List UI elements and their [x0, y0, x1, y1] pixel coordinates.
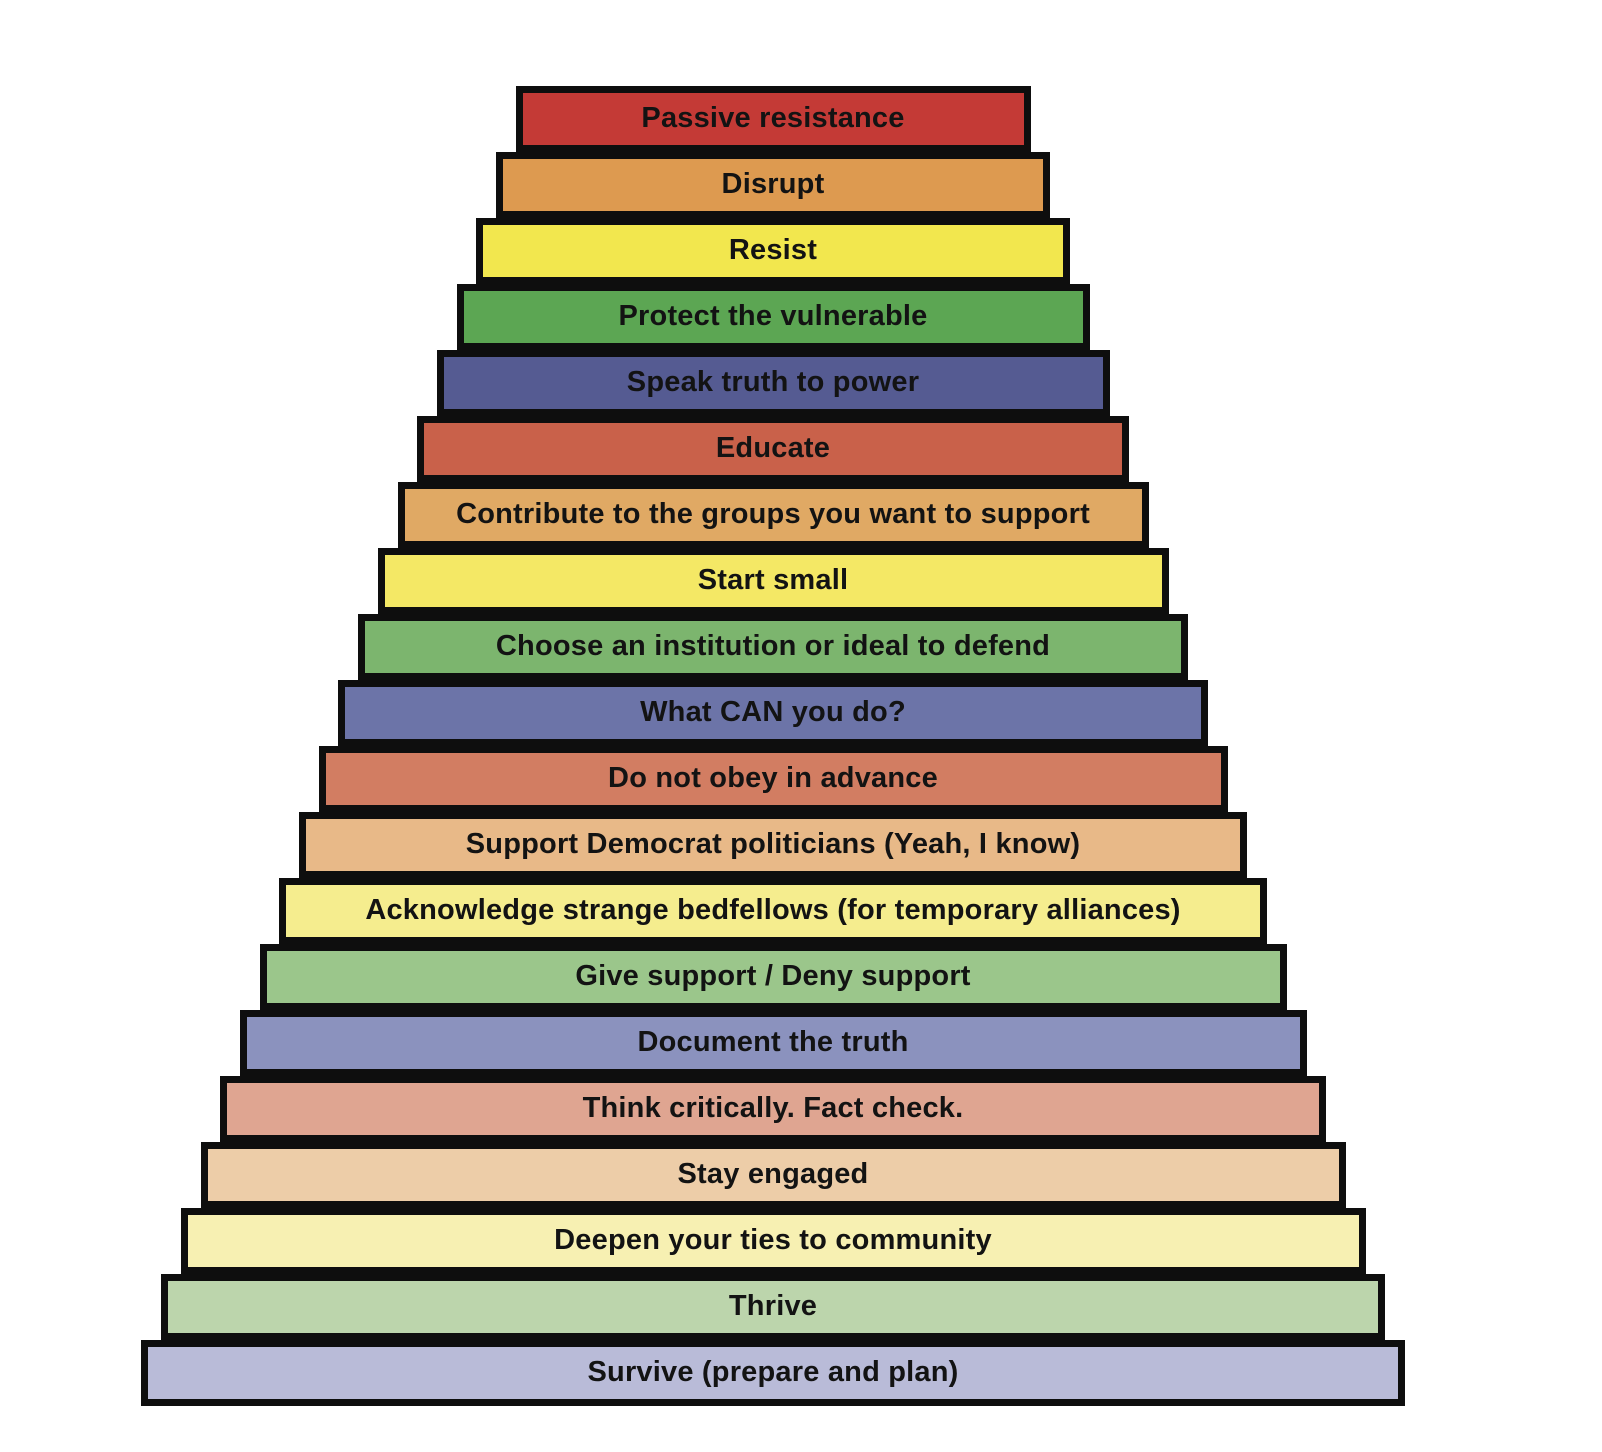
pyramid-level: Acknowledge strange bedfellows (for temp…	[279, 878, 1267, 944]
level-label: What CAN you do?	[640, 695, 906, 728]
level-label: Survive (prepare and plan)	[587, 1355, 959, 1388]
pyramid-level: Disrupt	[496, 152, 1050, 218]
pyramid-level: Give support / Deny support	[259, 944, 1287, 1010]
pyramid-level: Contribute to the groups you want to sup…	[397, 482, 1149, 548]
level-label: Choose an institution or ideal to defend	[495, 629, 1051, 662]
level-label: Stay engaged	[677, 1157, 869, 1190]
pyramid-level: Document the truth	[239, 1010, 1307, 1076]
pyramid-level: Support Democrat politicians (Yeah, I kn…	[299, 812, 1247, 878]
pyramid-level: Thrive	[161, 1274, 1385, 1340]
pyramid-level: Protect the vulnerable	[456, 284, 1090, 350]
level-label: Thrive	[728, 1289, 818, 1322]
pyramid-level: Do not obey in advance	[318, 746, 1228, 812]
level-label: Passive resistance	[641, 101, 905, 134]
level-label: Do not obey in advance	[608, 761, 938, 794]
pyramid-level: Choose an institution or ideal to defend	[358, 614, 1188, 680]
pyramid-level: Speak truth to power	[436, 350, 1110, 416]
level-label: Disrupt	[721, 167, 825, 200]
level-label: Contribute to the groups you want to sup…	[456, 497, 1090, 530]
level-label: Acknowledge strange bedfellows (for temp…	[365, 893, 1181, 926]
pyramid-level: Resist	[476, 218, 1070, 284]
pyramid-level: Stay engaged	[200, 1142, 1346, 1208]
level-label: Support Democrat politicians (Yeah, I kn…	[465, 827, 1081, 860]
pyramid-level: Start small	[377, 548, 1169, 614]
pyramid-level: Think critically. Fact check.	[220, 1076, 1326, 1142]
level-label: Educate	[715, 431, 831, 464]
level-label: Protect the vulnerable	[618, 299, 928, 332]
level-label: Document the truth	[637, 1025, 909, 1058]
pyramid-level: What CAN you do?	[338, 680, 1208, 746]
pyramid-level: Deepen your ties to community	[180, 1208, 1366, 1274]
pyramid-level: Educate	[417, 416, 1129, 482]
pyramid-level: Passive resistance	[515, 86, 1031, 152]
level-label: Think critically. Fact check.	[582, 1091, 964, 1124]
level-label: Start small	[697, 563, 849, 596]
level-label: Give support / Deny support	[575, 959, 971, 992]
level-label: Deepen your ties to community	[554, 1223, 992, 1256]
level-label: Speak truth to power	[626, 365, 920, 398]
pyramid-level: Survive (prepare and plan)	[141, 1340, 1405, 1406]
level-label: Resist	[728, 233, 818, 266]
